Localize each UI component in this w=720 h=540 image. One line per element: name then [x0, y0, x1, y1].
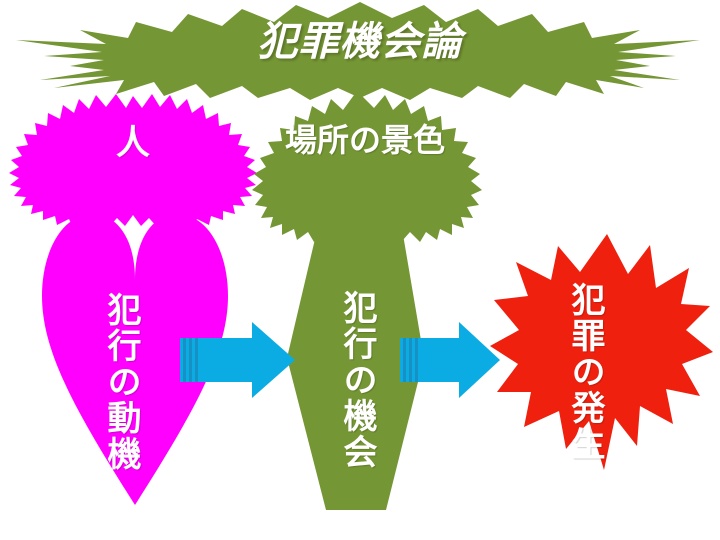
person-starburst-shape — [9, 94, 257, 229]
motive-heart-shape — [42, 214, 228, 505]
opportunity-hexagon-shape — [287, 205, 424, 510]
occurrence-explosion-shape — [490, 234, 713, 470]
arrow-motive-to-opportunity-shape — [180, 322, 295, 398]
title-starburst-shape — [16, 2, 700, 100]
arrow-opportunity-to-occurrence-shape — [400, 322, 500, 398]
place-starburst-shape — [252, 95, 482, 242]
